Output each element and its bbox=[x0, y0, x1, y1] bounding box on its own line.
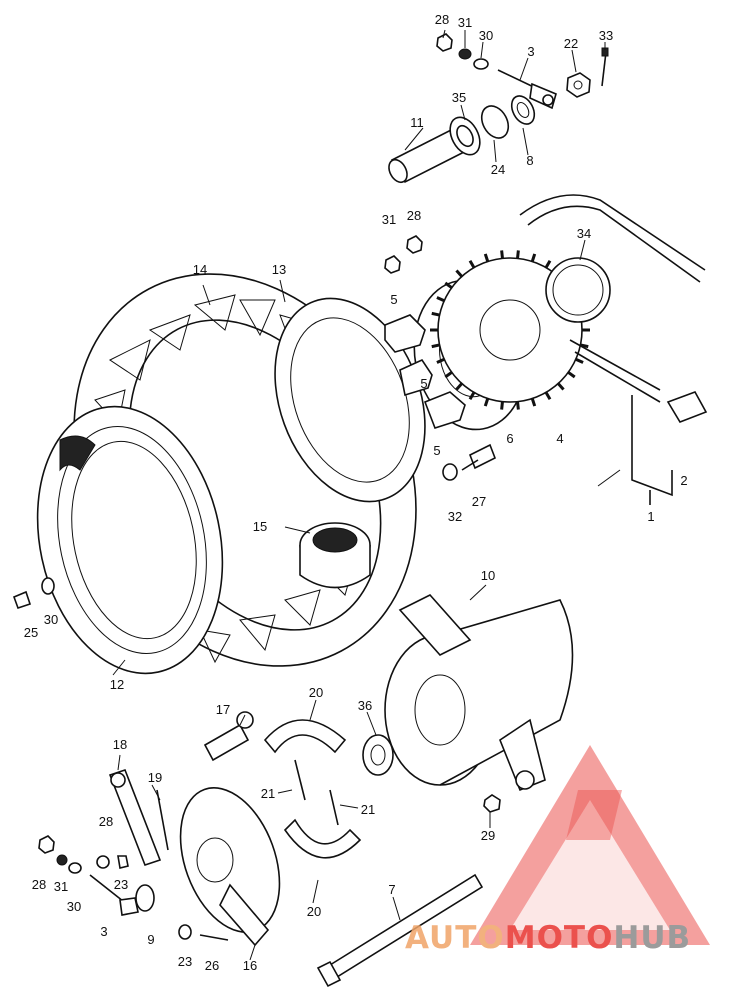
callout-21: 21 bbox=[261, 786, 275, 801]
callout-28: 28 bbox=[32, 877, 46, 892]
callout-14: 14 bbox=[193, 262, 207, 277]
sprocket-tooth bbox=[444, 281, 453, 289]
callout-17: 17 bbox=[216, 702, 230, 717]
callout-28: 28 bbox=[99, 814, 113, 829]
sprocket-bolt bbox=[442, 443, 497, 481]
callout-5: 5 bbox=[420, 376, 427, 391]
final-driven-sprocket bbox=[430, 250, 611, 410]
callout-23: 23 bbox=[178, 954, 192, 969]
callout-26: 26 bbox=[205, 958, 219, 973]
callout-30: 30 bbox=[479, 28, 493, 43]
callout-3: 3 bbox=[100, 924, 107, 939]
drive-chain bbox=[519, 194, 708, 505]
callout-28: 28 bbox=[407, 208, 421, 223]
sprocket-tooth bbox=[544, 391, 552, 401]
callout-31: 31 bbox=[458, 15, 472, 30]
sprocket-tooth bbox=[544, 259, 552, 269]
callout-13: 13 bbox=[272, 262, 286, 277]
watermark-moto: MOTO bbox=[505, 920, 614, 956]
callout-5: 5 bbox=[433, 443, 440, 458]
callout-34: 34 bbox=[577, 226, 591, 241]
sprocket-tooth bbox=[483, 253, 490, 262]
callout-3: 3 bbox=[527, 44, 534, 59]
callout-23: 23 bbox=[114, 877, 128, 892]
callout-33: 33 bbox=[599, 28, 613, 43]
callout-25: 25 bbox=[24, 625, 38, 640]
callout-35: 35 bbox=[452, 90, 466, 105]
callout-numbers: 28 31 30 3 22 33 35 11 24 8 31 28 34 14 … bbox=[24, 12, 688, 973]
axle-sleeve-group bbox=[388, 33, 609, 184]
sprocket-tooth bbox=[500, 401, 504, 410]
callout-18: 18 bbox=[113, 737, 127, 752]
brake-cam bbox=[203, 711, 254, 762]
callout-28: 28 bbox=[435, 12, 449, 27]
sprocket-tooth bbox=[567, 371, 576, 379]
rear-brake-drum-cover bbox=[362, 594, 574, 792]
callout-27: 27 bbox=[472, 494, 486, 509]
brake-shoes bbox=[263, 719, 362, 859]
automotohub-watermark: AUTOMOTOHUB bbox=[405, 745, 710, 956]
wheel-hub bbox=[274, 297, 426, 589]
callout-7: 7 bbox=[388, 882, 395, 897]
callout-12: 12 bbox=[110, 677, 124, 692]
sprocket-tooth bbox=[436, 296, 445, 303]
callout-19: 19 bbox=[148, 770, 162, 785]
sprocket-tooth bbox=[516, 250, 520, 259]
sprocket-tooth bbox=[580, 343, 589, 349]
callout-10: 10 bbox=[481, 568, 495, 583]
wheel-rim bbox=[36, 405, 224, 675]
callout-30: 30 bbox=[44, 612, 58, 627]
callout-24: 24 bbox=[491, 162, 505, 177]
brake-arm bbox=[108, 769, 169, 866]
small-hardware bbox=[12, 235, 501, 941]
svg-text:AUTOMOTOHUB: AUTOMOTOHUB bbox=[405, 920, 691, 956]
callout-29: 29 bbox=[481, 828, 495, 843]
callout-36: 36 bbox=[358, 698, 372, 713]
callout-2: 2 bbox=[680, 473, 687, 488]
watermark-auto: AUTO bbox=[405, 920, 505, 956]
callout-21: 21 bbox=[361, 802, 375, 817]
callout-30: 30 bbox=[67, 899, 81, 914]
sprocket-tooth bbox=[468, 259, 476, 269]
sprocket-tooth bbox=[431, 343, 440, 349]
callout-9: 9 bbox=[147, 932, 154, 947]
sprocket-tooth bbox=[516, 401, 520, 410]
sprocket-tooth bbox=[530, 398, 537, 407]
sprocket-tooth bbox=[557, 382, 565, 391]
callout-11: 11 bbox=[410, 115, 424, 130]
watermark-hub: HUB bbox=[613, 920, 691, 956]
callout-4: 4 bbox=[556, 431, 563, 446]
sprocket-tooth bbox=[455, 382, 463, 391]
callout-1: 1 bbox=[647, 509, 654, 524]
callout-22: 22 bbox=[564, 36, 578, 51]
callout-5: 5 bbox=[390, 292, 397, 307]
callout-leaders bbox=[112, 29, 621, 961]
callout-31: 31 bbox=[382, 212, 396, 227]
sprocket-tooth bbox=[436, 357, 445, 364]
callout-15: 15 bbox=[253, 519, 267, 534]
callout-20: 20 bbox=[309, 685, 323, 700]
callout-31: 31 bbox=[54, 879, 68, 894]
sprocket-tooth bbox=[444, 371, 453, 379]
brake-panel bbox=[179, 787, 281, 947]
rear-axle bbox=[316, 873, 484, 988]
callout-32: 32 bbox=[448, 509, 462, 524]
sprocket-tooth bbox=[431, 311, 440, 317]
callout-20: 20 bbox=[307, 904, 321, 919]
sprocket-tooth bbox=[468, 391, 476, 401]
sprocket-tooth bbox=[483, 398, 490, 407]
sprocket-tooth bbox=[575, 357, 584, 364]
callout-16: 16 bbox=[243, 958, 257, 973]
callout-8: 8 bbox=[526, 153, 533, 168]
sprocket-tooth bbox=[500, 250, 504, 259]
sprocket-tooth bbox=[455, 269, 463, 278]
sprocket-tooth bbox=[530, 253, 537, 262]
callout-6: 6 bbox=[506, 431, 513, 446]
